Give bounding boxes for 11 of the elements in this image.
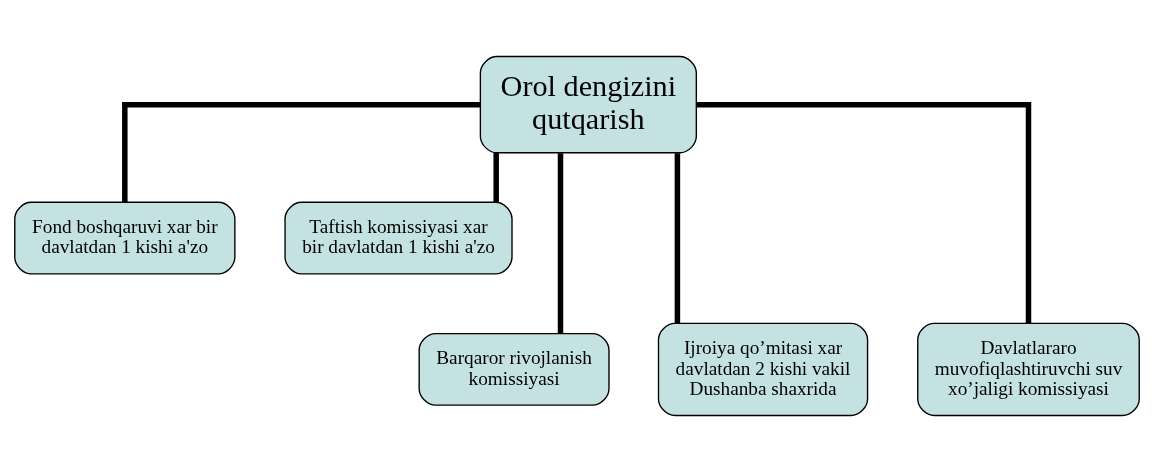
- node-box: Davlatlararo muvofiqlashtiruvchi suv xo’jaligi komissiyasi: [917, 322, 1140, 417]
- connector: [674, 153, 681, 323]
- connector: [557, 153, 564, 334]
- node-box: Orol dengizini qutqarish: [479, 55, 697, 154]
- connector: [493, 152, 499, 203]
- connector: [122, 101, 481, 202]
- node-box: Taftish komissiyasi xar bir davlatdan 1 kishi a'zo: [284, 201, 513, 275]
- node-box: Fond boshqaruvi xar bir davlatdan 1 kishi a'zo: [14, 201, 236, 275]
- node-box: Barqaror rivojlanish komissiyasi: [418, 332, 610, 406]
- connector: [696, 101, 1032, 324]
- node-box: Ijroiya qo’mitasi xar davlatdan 2 kishi vakil Dushanba shaxrida: [657, 322, 869, 417]
